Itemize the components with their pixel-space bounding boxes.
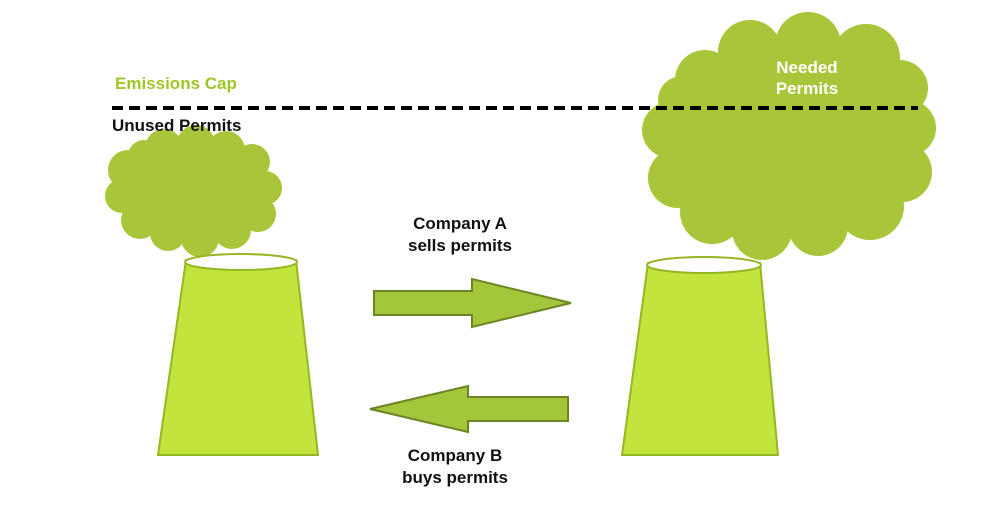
company-b-line-1: Company B (407, 446, 503, 465)
company-b-line-2: buys permits (402, 468, 508, 487)
emissions-cap-label: Emissions Cap (115, 74, 237, 93)
needed-permits-line-2: Permits (775, 79, 839, 98)
needed-permits-label: Needed Permits (752, 57, 862, 99)
needed-permits-cloud (642, 12, 936, 260)
unused-permits-cloud (105, 125, 282, 257)
needed-permits-line-1: Needed (776, 58, 838, 77)
sell-arrow-icon (373, 277, 572, 329)
company-a-line-1: Company A (413, 214, 507, 233)
company-a-sells-label: Company A sells permits (370, 213, 550, 257)
company-a-line-2: sells permits (408, 236, 512, 255)
unused-permits-label: Unused Permits (112, 116, 242, 135)
company-b-cooling-tower (620, 256, 780, 456)
company-a-cooling-tower (156, 253, 320, 456)
company-b-buys-label: Company B buys permits (365, 445, 545, 489)
buy-arrow-icon (369, 384, 569, 434)
